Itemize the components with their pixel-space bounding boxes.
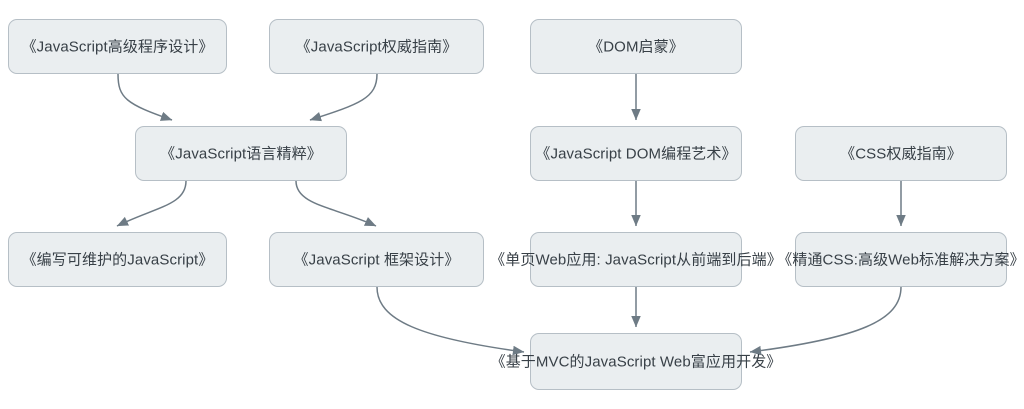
edge-framework-to-mvc <box>376 286 525 356</box>
node-label: 《CSS权威指南》 <box>840 145 962 162</box>
node-label: 《基于MVC的JavaScript Web富应用开发》 <box>490 353 782 370</box>
node-label: 《单页Web应用: JavaScript从前端到后端》 <box>490 251 782 268</box>
node-javascript-the-good-parts[interactable]: 《JavaScript语言精粹》 <box>135 126 347 181</box>
node-label: 《精通CSS:高级Web标准解决方案》 <box>777 251 1024 268</box>
node-dom-enlightenment[interactable]: 《DOM启蒙》 <box>530 19 742 74</box>
edge-advanced-to-essence <box>117 73 173 121</box>
node-label: 《编写可维护的JavaScript》 <box>21 251 214 268</box>
node-label: 《JavaScript 框架设计》 <box>293 251 460 268</box>
node-label: 《DOM启蒙》 <box>588 38 684 55</box>
node-mastering-css[interactable]: 《精通CSS:高级Web标准解决方案》 <box>777 232 1024 287</box>
node-label: 《JavaScript高级程序设计》 <box>21 38 214 55</box>
edge-essence-to-framework <box>295 180 377 227</box>
node-javascript-advanced-programming[interactable]: 《JavaScript高级程序设计》 <box>8 19 227 74</box>
node-mvc-javascript-web-rich-app[interactable]: 《基于MVC的JavaScript Web富应用开发》 <box>491 333 781 390</box>
node-maintainable-javascript[interactable]: 《编写可维护的JavaScript》 <box>8 232 227 287</box>
node-javascript-framework-design[interactable]: 《JavaScript 框架设计》 <box>269 232 484 287</box>
edge-mastering-css-to-mvc <box>749 286 902 356</box>
node-label: 《JavaScript权威指南》 <box>295 38 458 55</box>
node-single-page-web-applications[interactable]: 《单页Web应用: JavaScript从前端到后端》 <box>490 232 782 287</box>
edge-essence-to-maintainable <box>116 180 187 227</box>
node-javascript-dom-programming-art[interactable]: 《JavaScript DOM编程艺术》 <box>530 126 742 181</box>
node-label: 《JavaScript DOM编程艺术》 <box>535 145 737 162</box>
node-label: 《JavaScript语言精粹》 <box>160 145 322 162</box>
node-javascript-definitive-guide[interactable]: 《JavaScript权威指南》 <box>269 19 484 74</box>
node-css-definitive-guide[interactable]: 《CSS权威指南》 <box>795 126 1007 181</box>
edge-definitive-to-essence <box>309 73 378 122</box>
